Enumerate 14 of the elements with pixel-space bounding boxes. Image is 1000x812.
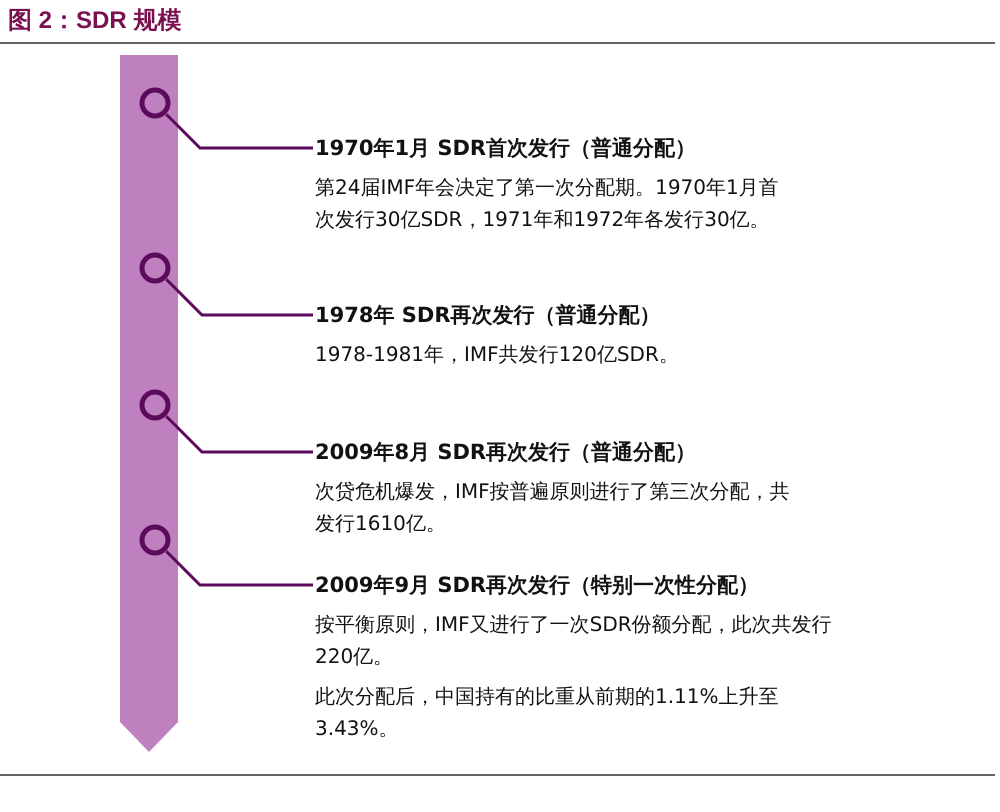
timeline-marker xyxy=(140,390,170,420)
event-description: 次贷危机爆发，IMF按普遍原则进行了第三次分配，共发行1610亿。 xyxy=(315,478,791,537)
timeline-marker xyxy=(140,88,170,118)
event-description: 按平衡原则，IMF又进行了一次SDR份额分配，此次共发行220亿。 xyxy=(315,611,833,670)
event-heading: 2009年9月 SDR再次发行（特别一次性分配） xyxy=(315,572,760,599)
event-heading: 1970年1月 SDR首次发行（普通分配） xyxy=(315,135,698,162)
event-description: 第24届IMF年会决定了第一次分配期。1970年1月首次发行30亿SDR，1971年和1972年各发行30亿。 xyxy=(315,174,780,233)
figure-title: 图 2：SDR 规模 xyxy=(8,6,182,36)
event-heading: 1978年 SDR再次发行（普通分配） xyxy=(315,302,662,329)
event-heading: 2009年8月 SDR再次发行（普通分配） xyxy=(315,439,698,466)
timeline-marker xyxy=(140,524,170,556)
timeline-marker xyxy=(140,252,170,284)
event-description: 1978-1981年，IMF共发行120亿SDR。 xyxy=(315,341,680,368)
event-description: 此次分配后，中国持有的比重从前期的1.11%上升至3.43%。 xyxy=(315,683,780,742)
